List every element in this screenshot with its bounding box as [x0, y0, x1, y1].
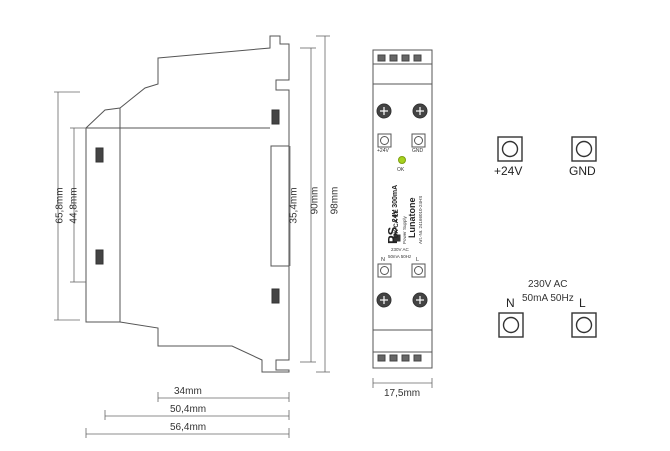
front-label-gnd: GND	[412, 148, 424, 154]
detail-label-l: L	[579, 296, 586, 310]
detail-label-n: N	[506, 296, 515, 310]
front-label-n: N	[381, 257, 385, 263]
detail-terminals	[497, 136, 597, 338]
detail-terminal-n	[498, 312, 524, 338]
side-dimension-lines	[54, 35, 433, 438]
side-slot-4	[271, 288, 280, 304]
side-view-outline	[85, 35, 290, 373]
front-top-tabs	[377, 54, 422, 62]
status-led	[398, 156, 406, 164]
side-slot-3	[271, 109, 280, 125]
detail-label-ac1: 230V AC	[528, 279, 568, 290]
front-label-ac2: 50mA 50Hz	[388, 254, 412, 259]
front-marks: UK CA CE	[394, 209, 400, 238]
side-view	[85, 35, 290, 373]
front-housing	[372, 49, 433, 369]
front-screw-bottom-right	[412, 292, 428, 308]
side-slot-2	[95, 249, 104, 265]
side-slot-1	[95, 147, 104, 163]
detail-label-ac2: 50mA 50Hz	[522, 293, 574, 304]
dim-label-50-4: 50,4mm	[170, 404, 207, 415]
dim-label-65-8: 65,8mm	[54, 187, 66, 224]
dim-label-44-8: 44,8mm	[68, 187, 80, 224]
detail-label-gnd: GND	[569, 164, 596, 178]
dim-label-56-4: 56,4mm	[170, 422, 207, 433]
dim-label-98: 98mm	[329, 186, 341, 215]
detail-terminal-gnd	[571, 136, 597, 162]
detail-terminal-plus	[497, 136, 523, 162]
front-bottom-tabs	[377, 354, 422, 362]
brand-logo-mark	[393, 234, 401, 242]
dim-label-17-5: 17,5mm	[384, 388, 421, 399]
din-rail-clip	[270, 145, 290, 267]
detail-terminal-l	[571, 312, 597, 338]
dim-label-34: 34mm	[174, 386, 202, 397]
front-screw-bottom-left	[376, 292, 392, 308]
detail-label-plus: +24V	[494, 164, 523, 178]
dim-label-35-4: 35,4mm	[288, 187, 300, 224]
front-label-ac1: 230V AC	[391, 247, 409, 252]
front-label-plus: +24V	[377, 148, 389, 154]
dim-label-90: 90mm	[309, 186, 321, 215]
front-label-l: L	[416, 257, 420, 263]
front-label-ok: OK	[397, 167, 405, 173]
front-article: Art.-Nr. 24166010-24HS	[418, 195, 423, 244]
front-screw-top-left	[376, 103, 392, 119]
front-brand: Lunatone	[407, 197, 417, 239]
front-view	[372, 49, 433, 369]
front-screw-top-right	[412, 103, 428, 119]
